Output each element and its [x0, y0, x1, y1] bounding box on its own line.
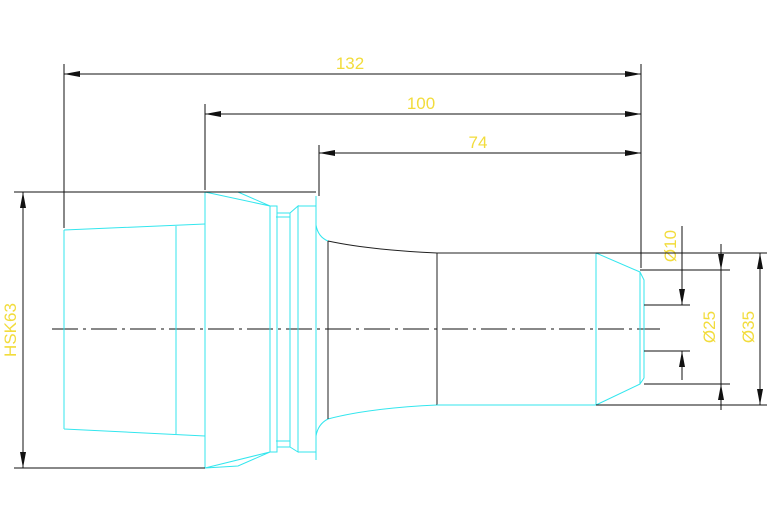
flange: [204, 191, 271, 469]
dimension-neck-25: [640, 244, 730, 410]
dimension-bore-10-text: Ø10: [661, 230, 680, 262]
dimension-neck-25-text: Ø25: [700, 311, 719, 343]
dimension-hsk63-text: HSK63: [1, 303, 20, 357]
dimension-nose-35-text: Ø35: [739, 311, 758, 343]
dimension-100: [204, 104, 641, 190]
dimension-74-text: 74: [469, 133, 488, 152]
body-curve-bottom: [327, 404, 438, 420]
dimension-100-text: 100: [407, 94, 435, 113]
dimension-132-text: 132: [336, 54, 364, 73]
nose-chamfer: [595, 252, 645, 406]
part-outline: [63, 191, 645, 469]
dimension-74: [318, 145, 641, 196]
gripper-groove: [270, 204, 317, 453]
shoulder: [315, 196, 329, 460]
body-curve-top: [327, 240, 438, 254]
hsk-taper-shank: [63, 223, 206, 437]
dimension-nose-35: [596, 252, 767, 406]
dimension-hsk63: [14, 191, 316, 469]
dimension-bore-10: [644, 226, 690, 380]
dimension-132: [63, 64, 642, 268]
